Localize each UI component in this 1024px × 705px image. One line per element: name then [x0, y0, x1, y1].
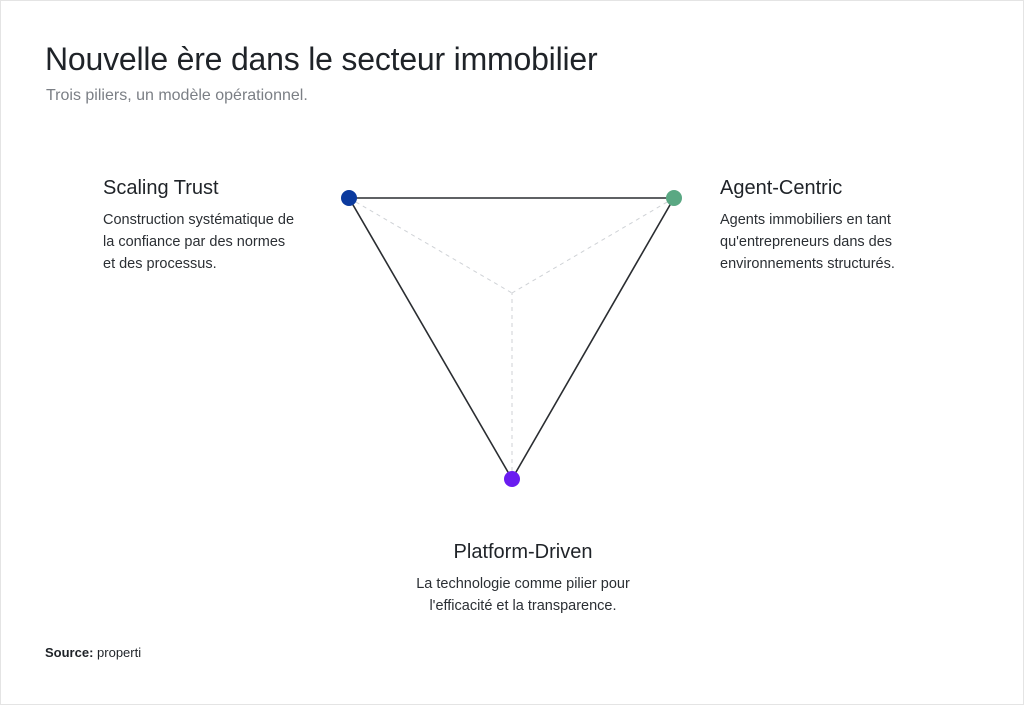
- node-agent-centric: [666, 190, 682, 206]
- description-line: Construction systématique de: [103, 212, 295, 228]
- node-scaling-trust: [341, 190, 357, 206]
- guide-line-right: [511, 197, 675, 294]
- pillar-description-platform-driven: La technologie comme pilier pour l'effic…: [363, 573, 683, 617]
- pillar-description-scaling-trust: Construction systématique de la confianc…: [103, 209, 343, 275]
- description-line: et des processus.: [103, 256, 217, 272]
- edge-left: [348, 197, 513, 480]
- source-label: Source:: [45, 645, 94, 660]
- pillar-title-platform-driven: Platform-Driven: [453, 541, 593, 563]
- page-subtitle: Trois piliers, un modèle opérationnel.: [46, 87, 308, 104]
- description-line: l'efficacité et la transparence.: [429, 598, 617, 614]
- edge-right: [511, 197, 675, 480]
- guide-line-left: [348, 197, 513, 294]
- pillar-title-scaling-trust: Scaling Trust: [103, 177, 219, 199]
- node-platform-driven: [504, 471, 520, 487]
- page-title: Nouvelle ère dans le secteur immobilier: [45, 41, 598, 77]
- pillar-title-agent-centric: Agent-Centric: [720, 177, 843, 199]
- description-line: Agents immobiliers en tant: [720, 212, 891, 228]
- source-value: properti: [97, 645, 142, 660]
- description-line: la confiance par des normes: [103, 234, 286, 250]
- description-line: La technologie comme pilier pour: [416, 576, 630, 592]
- source-note: Source: properti: [45, 644, 141, 662]
- pillar-description-agent-centric: Agents immobiliers en tant qu'entreprene…: [720, 209, 960, 275]
- description-line: environnements structurés.: [720, 256, 895, 272]
- description-line: qu'entrepreneurs dans des: [720, 234, 893, 250]
